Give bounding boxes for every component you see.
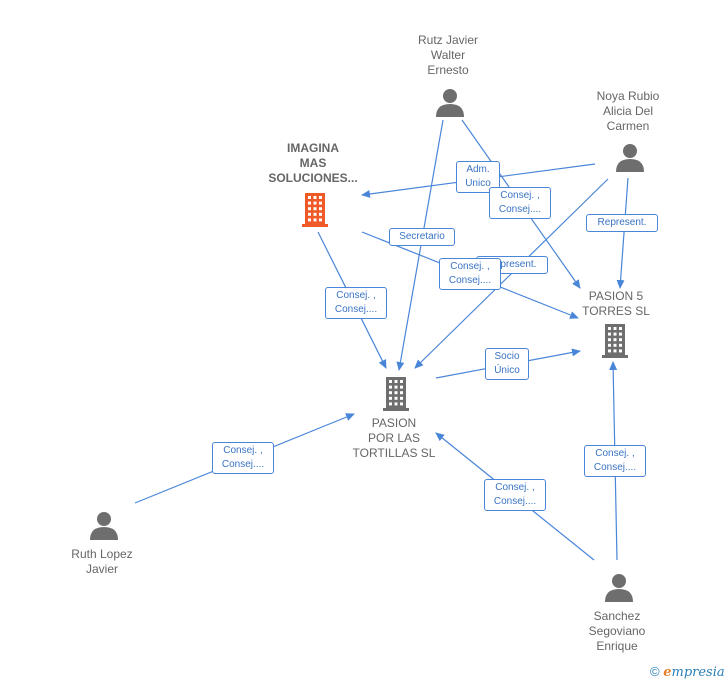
pasion5-building-icon[interactable] [602,324,628,358]
edge-label-consej-ruth-line-1: Consej. , [223,445,263,456]
rutz-person-icon[interactable] [436,89,464,117]
edge-label-consej-sanchez-tortillas-line-2: Consej.... [493,496,537,507]
edge-label-consej-sanchez-pasion5-line-1: Consej. , [595,448,635,459]
imagina-building-icon[interactable] [302,193,328,227]
node-sanchez-line-3: Enrique [596,639,638,653]
node-ruth-label[interactable]: Ruth Lopez Javier [52,547,152,577]
node-rutz-label[interactable]: Rutz Javier Walter Ernesto [398,33,498,78]
node-sanchez-line-2: Segoviano [588,624,646,638]
edge-label-consej-rutz-pasion5[interactable]: Consej. , Consej.... [489,187,551,219]
copyright-symbol: © [650,664,660,679]
edge-label-consej-sanchez-tortillas[interactable]: Consej. , Consej.... [484,479,546,511]
edge-label-represent-mid-text: Represent. [487,259,537,270]
edge-label-consej-ruth-line-2: Consej.... [221,459,265,470]
node-rutz-line-2: Walter [430,48,466,62]
edge-label-consej-rutz-pasion5-line-1: Consej. , [500,190,540,201]
edge-label-consej-imagina-tortillas-line-1: Consej. , [336,290,376,301]
sanchez-person-icon[interactable] [605,574,633,602]
node-imagina-line-1: IMAGINA [287,141,339,155]
node-noya-line-1: Noya Rubio [596,89,660,103]
node-imagina-line-2: MAS [299,156,327,170]
edge-label-consej-rutz-pasion5-line-2: Consej.... [498,204,542,215]
node-rutz-line-3: Ernesto [427,63,469,77]
node-sanchez-line-1: Sanchez [593,609,641,623]
node-imagina-line-3: SOLUCIONES... [268,171,358,185]
node-rutz-line-1: Rutz Javier [417,33,479,47]
edge-label-adm-unico-line-1: Adm. [466,164,490,175]
node-pasion5-line-1: PASION 5 [588,289,644,303]
edge-label-consej-imagina-pasion5-line-2: Consej.... [448,275,492,286]
edge-label-consej-sanchez-pasion5[interactable]: Consej. , Consej.... [584,445,646,477]
brand-logo: empresia [663,665,724,680]
edge-label-consej-ruth[interactable]: Consej. , Consej.... [212,442,274,474]
node-tortillas-line-1: PASION [371,416,417,430]
node-pasion5-line-2: TORRES SL [582,304,650,318]
tortillas-building-icon[interactable] [383,377,409,411]
edge-label-socio-unico-line-1: Socio [494,351,520,362]
footer-brand[interactable]: © empresia [650,664,725,680]
edge-noya-pasion5 [616,177,629,289]
node-ruth-line-1: Ruth Lopez [71,547,133,561]
node-noya-line-3: Carmen [606,119,650,133]
node-tortillas-line-3: TORTILLAS SL [352,446,436,460]
node-tortillas-label[interactable]: PASION POR LAS TORTILLAS SL [339,416,449,461]
edges [134,119,629,561]
brand-logo-e: e [663,665,672,680]
edge-label-consej-imagina-tortillas[interactable]: Consej. , Consej.... [325,287,387,319]
ruth-person-icon[interactable] [90,512,118,540]
edge-label-secretario[interactable]: Secretario [389,228,455,246]
edge-label-adm-unico-line-2: Unico [465,178,491,189]
edge-label-represent-noya-pasion5-text: Represent. [597,217,647,228]
node-pasion5-label[interactable]: PASION 5 TORRES SL [566,289,666,319]
edge-label-consej-imagina-pasion5[interactable]: Consej. , Consej.... [439,258,501,290]
node-noya-label[interactable]: Noya Rubio Alicia Del Carmen [578,89,678,134]
node-tortillas-line-2: POR LAS [367,431,421,445]
node-imagina-label[interactable]: IMAGINA MAS SOLUCIONES... [258,141,368,186]
node-icons [90,89,644,602]
node-ruth-line-2: Javier [85,562,118,576]
edge-label-consej-imagina-tortillas-line-2: Consej.... [334,304,378,315]
noya-person-icon[interactable] [616,144,644,172]
brand-logo-rest: mpresia [671,665,725,680]
edge-label-consej-imagina-pasion5-line-1: Consej. , [450,261,490,272]
edge-label-socio-unico-line-2: Único [494,365,520,376]
node-sanchez-label[interactable]: Sanchez Segoviano Enrique [567,609,667,654]
edge-label-secretario-text: Secretario [399,231,445,242]
edge-label-socio-unico[interactable]: Socio Único [485,348,529,380]
edge-label-consej-sanchez-pasion5-line-2: Consej.... [593,462,637,473]
node-noya-line-2: Alicia Del [602,104,653,118]
edge-label-consej-sanchez-tortillas-line-1: Consej. , [495,482,535,493]
edge-label-represent-noya-pasion5[interactable]: Represent. [586,214,658,232]
